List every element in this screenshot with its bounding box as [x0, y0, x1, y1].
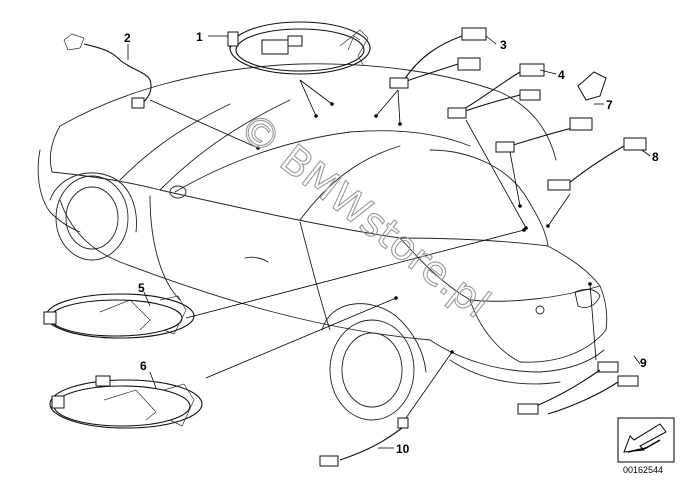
part-label-9: 9	[640, 356, 647, 370]
part-label-3: 3	[500, 38, 507, 52]
part-label-5: 5	[138, 281, 145, 295]
part-label-10: 10	[396, 442, 410, 456]
part-1-antenna-loop	[227, 21, 371, 75]
part-6-antenna-amplifier	[49, 375, 203, 429]
part-5-antenna-amplifier	[43, 293, 195, 339]
part-2-antenna-lead	[63, 33, 152, 109]
part-label-7: 7	[606, 98, 613, 112]
part-3-lead	[389, 27, 487, 89]
part-label-2: 2	[124, 31, 131, 45]
reference-box: 00162544	[617, 417, 675, 475]
leader-lines	[149, 79, 597, 419]
part-label-4: 4	[558, 68, 565, 82]
part-label-1: 1	[196, 30, 203, 44]
watermark: © BMWstore.pl	[230, 104, 498, 328]
part-4-lead	[447, 63, 545, 119]
part-10-lead	[319, 417, 409, 467]
label-ticks	[127, 35, 651, 449]
part-label-8: 8	[652, 150, 659, 164]
part-labels: 1 2 3 4 5 6 7 8 9 10	[124, 30, 659, 456]
reference-number: 00162544	[623, 465, 663, 475]
part-9-lead	[517, 361, 639, 415]
car-body-outline	[37, 63, 608, 421]
part-label-6: 6	[140, 359, 147, 373]
part-8-lead	[547, 137, 647, 191]
part-7-bracket-lead	[495, 71, 607, 153]
